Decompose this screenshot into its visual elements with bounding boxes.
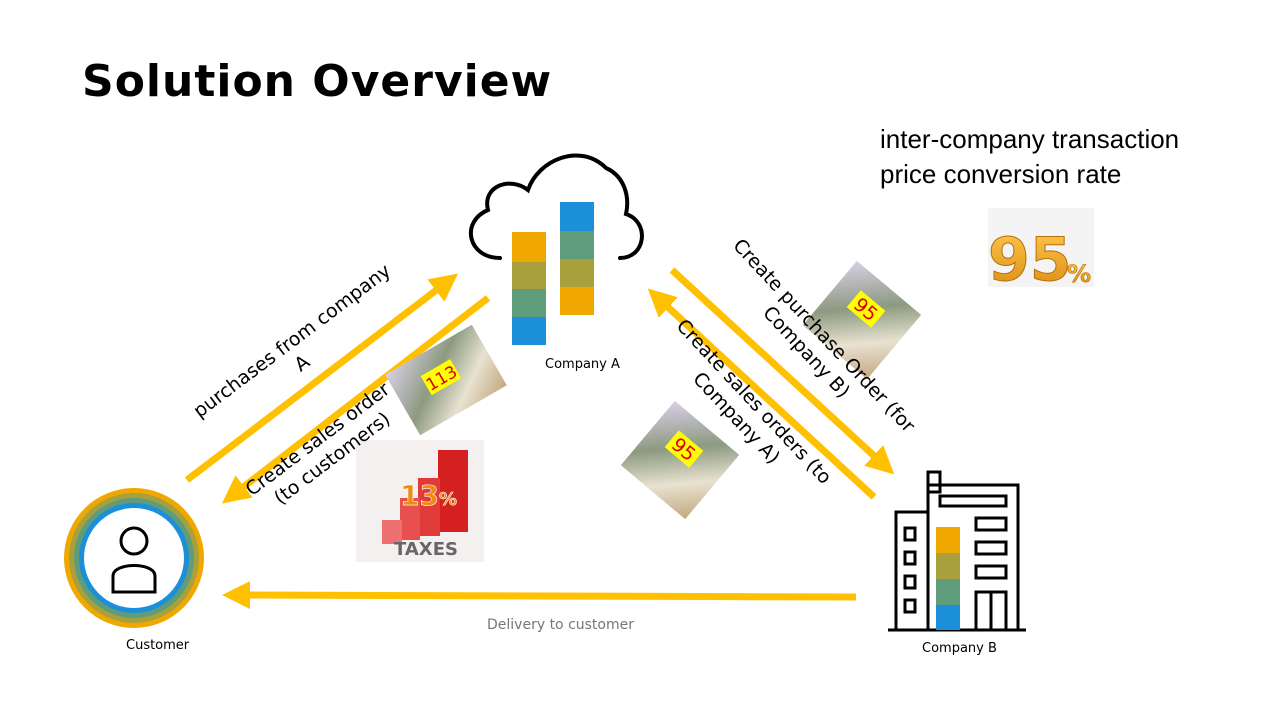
- arrow-delivery-to-customer: [222, 581, 857, 610]
- arrow-purchases-from-company-a: [184, 273, 459, 483]
- building-icon: [888, 470, 1026, 632]
- company-b-label: Company B: [922, 641, 997, 656]
- taxes-13-percent-image: 13% TAXES: [356, 440, 484, 562]
- tax-rate-unit: %: [439, 489, 457, 510]
- company-a-bars-icon: [512, 202, 594, 345]
- conversion-rate-label-line1: inter-company transaction: [880, 124, 1180, 154]
- tax-rate-number: 13: [400, 479, 439, 512]
- arrow-create-purchase-order-for-company-b: [669, 267, 895, 475]
- arrow-create-sales-order-to-customers: [221, 295, 491, 504]
- conversion-rate-label: inter-company transaction price conversi…: [880, 122, 1179, 192]
- customer-label: Customer: [126, 638, 190, 653]
- conversion-rate-label-line2: price conversion rate: [880, 159, 1122, 189]
- money-price-95-top-image: 95: [802, 260, 922, 380]
- taxes-word: TAXES: [394, 539, 458, 560]
- delivery-label: Delivery to customer: [487, 617, 634, 633]
- customer-icon: [64, 488, 204, 628]
- arrow-create-sales-orders-to-company-a: [647, 288, 877, 500]
- cloud-icon: [468, 153, 644, 260]
- money-price-113-image: 113: [385, 324, 507, 436]
- page-title: Solution Overview: [82, 56, 553, 107]
- svg-text:13%: 13%: [400, 479, 457, 512]
- company-a-label: Company A: [545, 357, 620, 372]
- conversion-rate-95-percent-image: 95 %: [988, 208, 1094, 296]
- company-b-bars-icon: [936, 527, 960, 630]
- rate-badge-number: 95: [988, 225, 1072, 295]
- money-price-95-bottom-image: 95: [620, 400, 740, 520]
- rate-badge-unit: %: [1067, 260, 1091, 288]
